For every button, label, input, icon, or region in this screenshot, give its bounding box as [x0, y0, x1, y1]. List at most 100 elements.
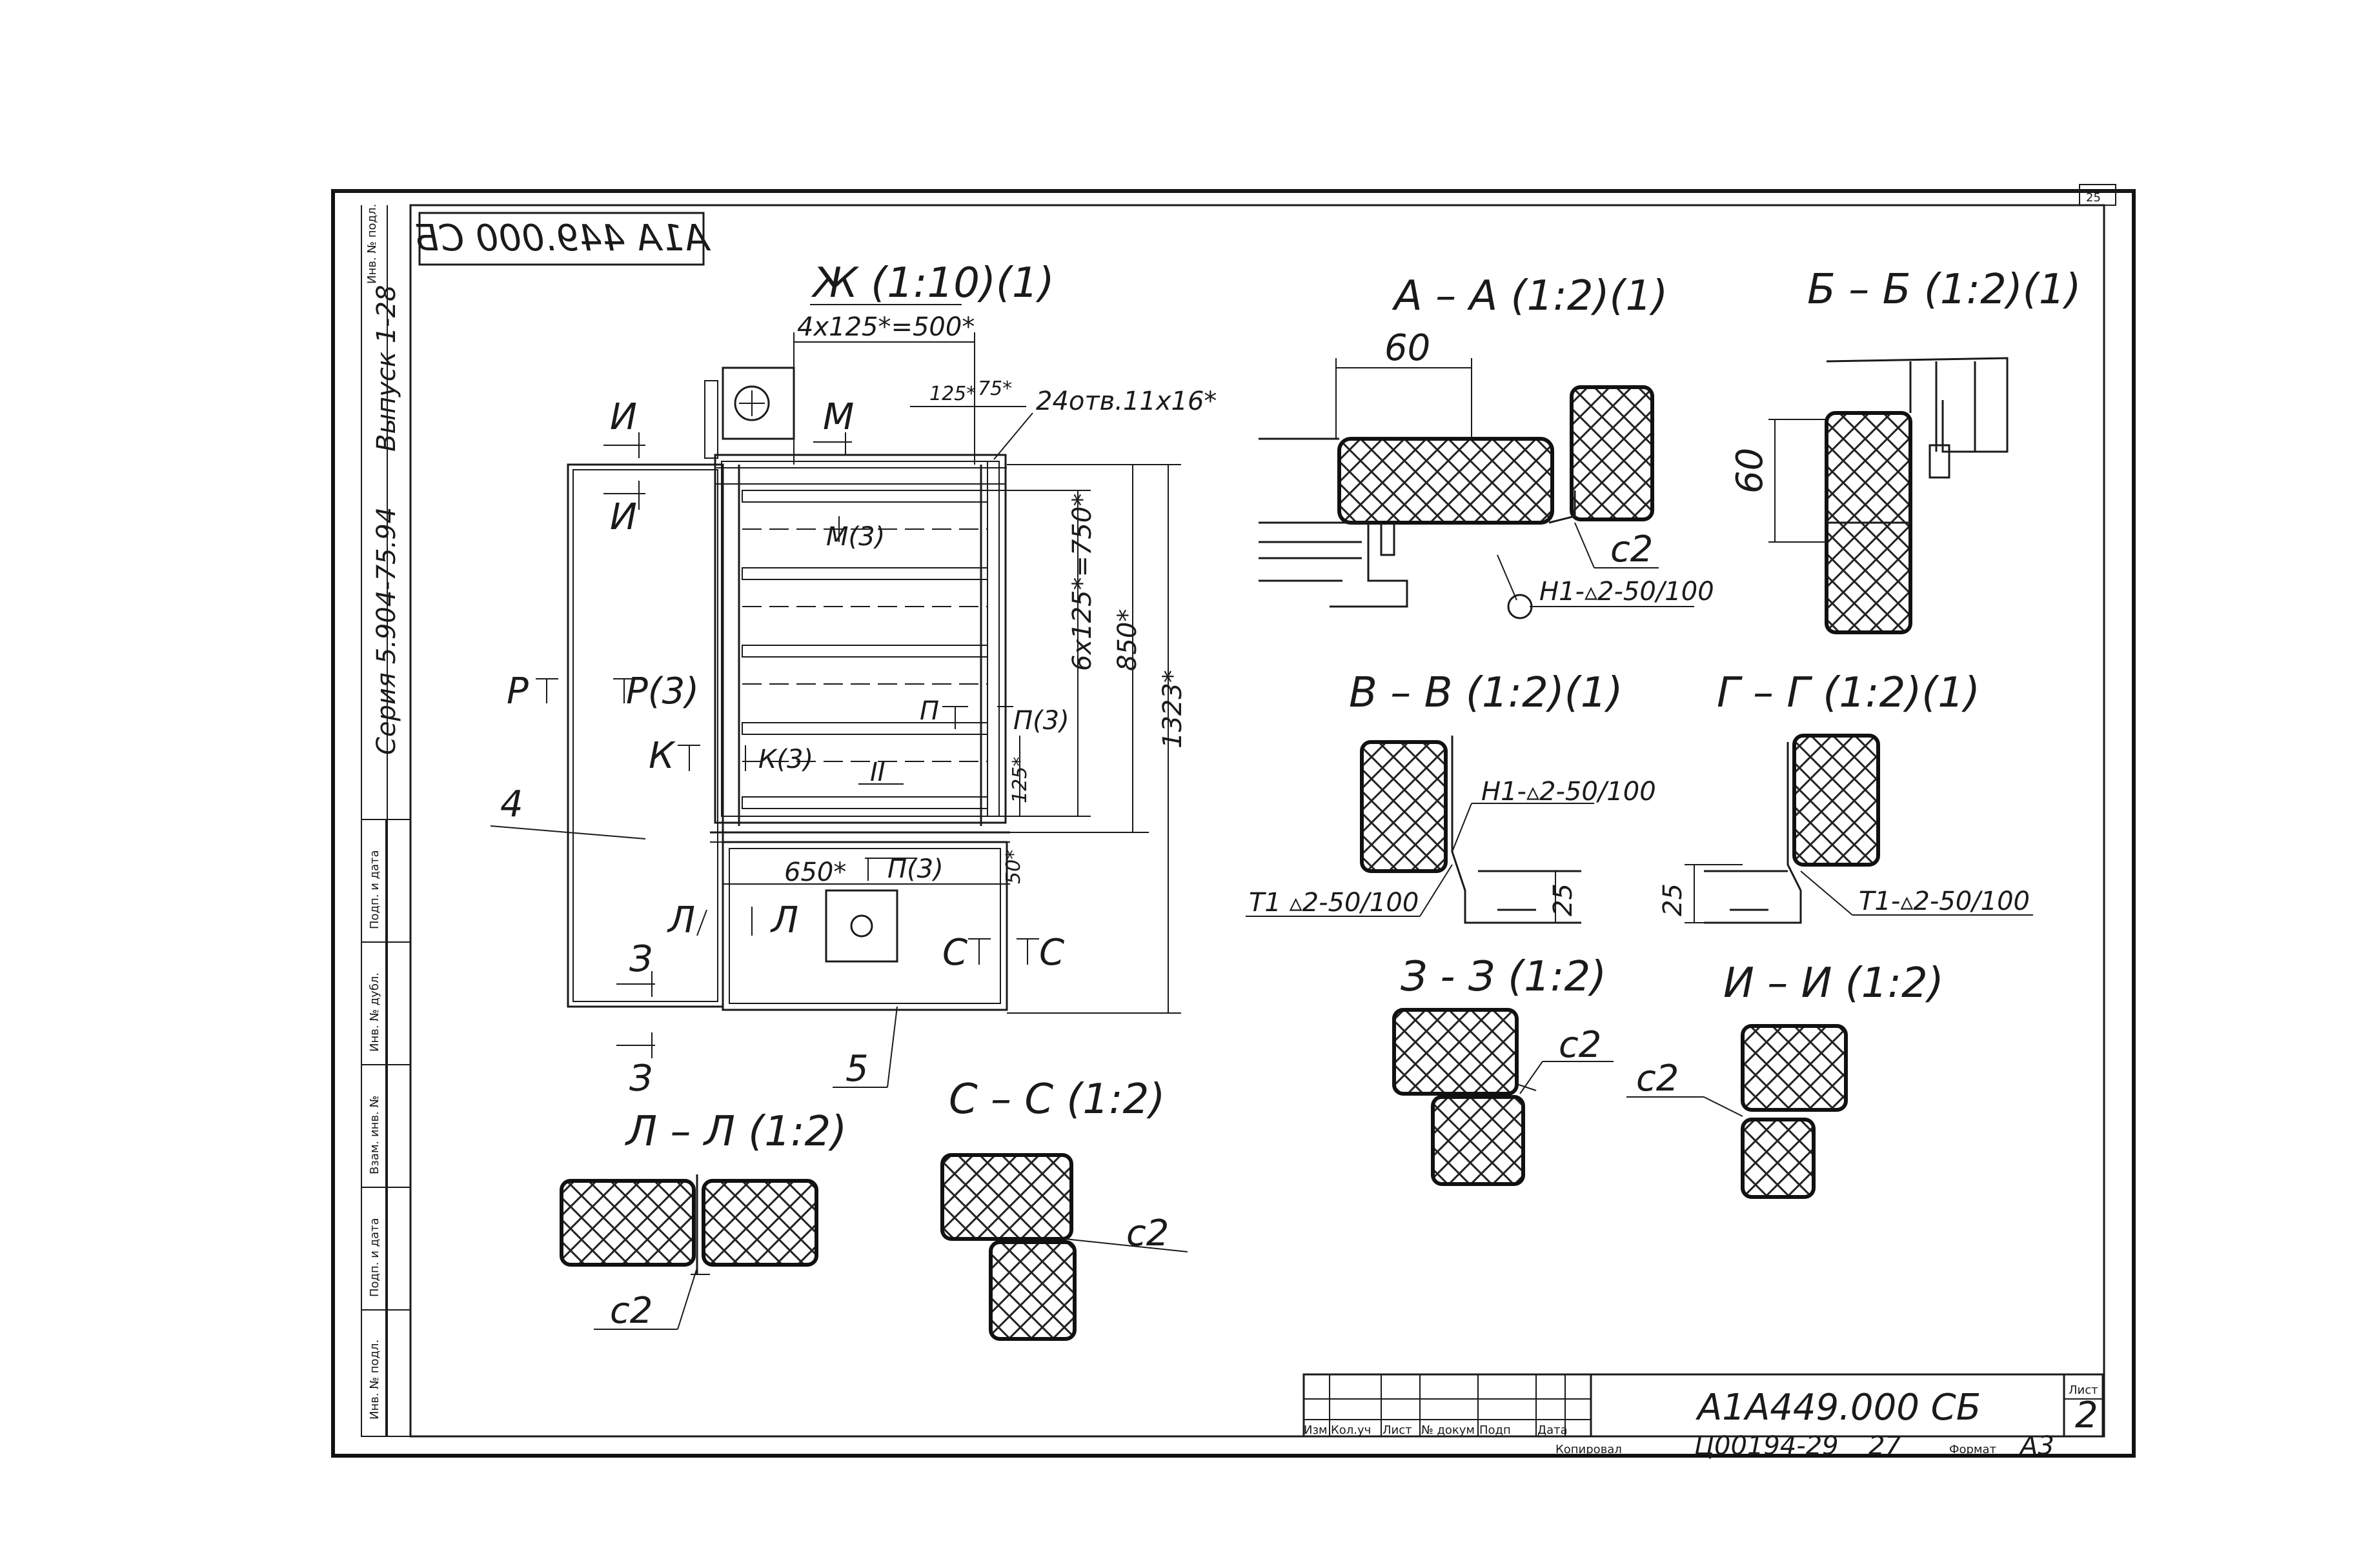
dim-650: 650*	[784, 858, 846, 887]
leader-5: 5	[845, 1048, 869, 1090]
panel-ll-left	[560, 1179, 696, 1267]
section-cc-title: С – С (1:2)	[949, 1076, 1165, 1123]
section-zz: З - З (1:2) с2	[1392, 953, 1614, 1186]
section-zz-c2: с2	[1559, 1024, 1601, 1066]
section-gg-dim: 25	[1658, 883, 1688, 916]
leader-4: 4	[500, 783, 523, 825]
dim-850: 850*	[1113, 609, 1142, 671]
section-bb-dim: 60	[1729, 448, 1771, 494]
outlet-flange	[825, 889, 898, 963]
tb-sheet-no: 2	[2075, 1394, 2098, 1436]
section-gg-weld: Т1-▵2-50/100	[1859, 887, 2030, 916]
view-zh: Ж (1:10)(1) 4x125*=500* 125* 75* 24отв.1…	[490, 259, 1217, 1100]
cut-M3: М(3)	[826, 522, 885, 552]
section-aa: А – А (1:2)(1) 60 Н1-▵2-50/100 с2	[1259, 272, 1714, 619]
holes-note: 24отв.11x16*	[1036, 387, 1217, 416]
section-aa-weld: Н1-▵2-50/100	[1539, 577, 1714, 607]
section-gg: Г – Г (1:2)(1) 25 Т1-▵2-50/100	[1658, 669, 2033, 924]
section-ii-title: И – И (1:2)	[1723, 960, 1944, 1007]
panel-ii-bottom	[1741, 1118, 1816, 1199]
dim-75-top: 75*	[978, 377, 1012, 400]
tb-col-list: Лист	[1382, 1423, 1412, 1437]
panel-cc-top	[940, 1153, 1073, 1241]
dim-1323: 1323*	[1158, 670, 1188, 749]
section-bb: Б – Б (1:2)(1) 60	[1729, 266, 2081, 634]
cut-II: II	[870, 758, 886, 787]
cut-L-left: Л	[667, 900, 695, 941]
side-cell-5: Подп. и дата	[368, 850, 381, 929]
cut-P3-lower: П(3)	[887, 854, 944, 884]
tb-col-kol: Кол.уч	[1331, 1423, 1371, 1437]
cut-C-right: С	[1039, 932, 1064, 974]
cut-L-right: Л	[770, 900, 798, 941]
panel-zz-bottom	[1431, 1095, 1525, 1186]
mirrored-code: А1А 449.000 СБ	[414, 217, 711, 259]
cut-I-top: И	[610, 396, 637, 438]
section-cc-c2: с2	[1126, 1212, 1169, 1254]
cut-C-left: С	[942, 932, 967, 974]
corner-number: 25	[2086, 191, 2101, 205]
section-vv-weld2: Т1 ▵2-50/100	[1249, 888, 1419, 918]
section-vv-dim: 25	[1548, 883, 1578, 916]
side-series: Серия 5.904-75.94	[372, 507, 401, 755]
mirrored-code-box: А1А 449.000 СБ	[414, 212, 711, 266]
doc-suffix: 27	[1868, 1431, 1901, 1461]
section-ll-title: Л – Л (1:2)	[625, 1108, 847, 1156]
section-gg-title: Г – Г (1:2)(1)	[1717, 669, 1980, 717]
panel-zz-top	[1392, 1008, 1519, 1096]
panel-aa-right	[1570, 385, 1654, 521]
section-aa-dim: 60	[1384, 327, 1430, 369]
dim-4x125: 4x125*=500*	[797, 312, 975, 342]
panel-5	[722, 841, 1008, 1011]
section-cc: С – С (1:2) с2	[940, 1076, 1188, 1341]
cut-K: К	[649, 735, 676, 777]
side-cell-1: Инв. № подл.	[368, 1340, 381, 1420]
side-small: Инв. № подл.	[365, 204, 379, 284]
cut-P: П	[920, 696, 939, 726]
section-ii: И – И (1:2) с2	[1626, 960, 1944, 1199]
panel-ii-top	[1741, 1024, 1848, 1112]
cut-K3: К(3)	[758, 745, 813, 774]
title-block: Изм Кол.уч Лист № докум Подп Дата А1А449…	[1302, 1373, 2104, 1438]
side-cell-2: Подп. и дата	[368, 1218, 381, 1297]
main-frame	[714, 454, 1007, 824]
side-cell-3: Взам. инв. №	[368, 1096, 381, 1174]
section-aa-c2: с2	[1610, 528, 1653, 570]
section-vv-weld1: Н1-▵2-50/100	[1481, 777, 1656, 807]
bottom-strip: Копировал Ц00194-29 27 Формат А3	[1555, 1431, 2054, 1461]
cut-Z-top: З	[629, 938, 653, 980]
section-ii-c2: с2	[1636, 1058, 1679, 1100]
section-aa-title: А – А (1:2)(1)	[1392, 272, 1668, 320]
side-cell-4: Инв. № дубл.	[368, 972, 381, 1052]
panel-ll-right	[702, 1179, 818, 1267]
side-strip: Серия 5.904-75.94 Выпуск 1-28 Инв. № под…	[361, 204, 411, 1437]
tb-col-izm: Изм	[1304, 1423, 1328, 1437]
dim-125-top: 125*	[929, 383, 976, 405]
tb-col-doc: № докум	[1421, 1423, 1475, 1437]
cut-M: М	[823, 396, 854, 438]
tb-col-sign: Подп	[1479, 1423, 1511, 1437]
section-zz-title: З - З (1:2)	[1401, 953, 1606, 1001]
section-vv: В – В (1:2)(1) 25 Н1-▵2-50/100 Т1 ▵2-50/…	[1246, 669, 1656, 924]
panel-cc-bottom	[989, 1240, 1077, 1341]
cut-R: Р	[507, 670, 529, 712]
dim-6x125: 6x125*=750*	[1068, 494, 1097, 671]
cut-P3: П(3)	[1013, 706, 1069, 736]
doc-number: Ц00194-29	[1694, 1431, 1839, 1461]
panel-4	[567, 463, 724, 1008]
corner-box	[2079, 184, 2116, 206]
tb-sheet-label: Лист	[2069, 1383, 2098, 1397]
section-vv-title: В – В (1:2)(1)	[1349, 669, 1623, 717]
format-value: А3	[2018, 1431, 2054, 1461]
copied-label: Копировал	[1555, 1443, 1622, 1456]
sheet-frame: 25	[331, 184, 2136, 1458]
dim-50: 50*	[1002, 850, 1025, 884]
section-bb-title: Б – Б (1:2)(1)	[1807, 266, 2081, 314]
tb-col-date: Дата	[1537, 1423, 1568, 1437]
section-ll-c2: с2	[610, 1290, 653, 1332]
cut-I-bottom: И	[610, 496, 637, 538]
tb-code: А1А449.000 СБ	[1696, 1387, 1981, 1429]
view-zh-title: Ж (1:10)(1)	[811, 259, 1055, 307]
panel-aa-left	[1337, 437, 1554, 525]
